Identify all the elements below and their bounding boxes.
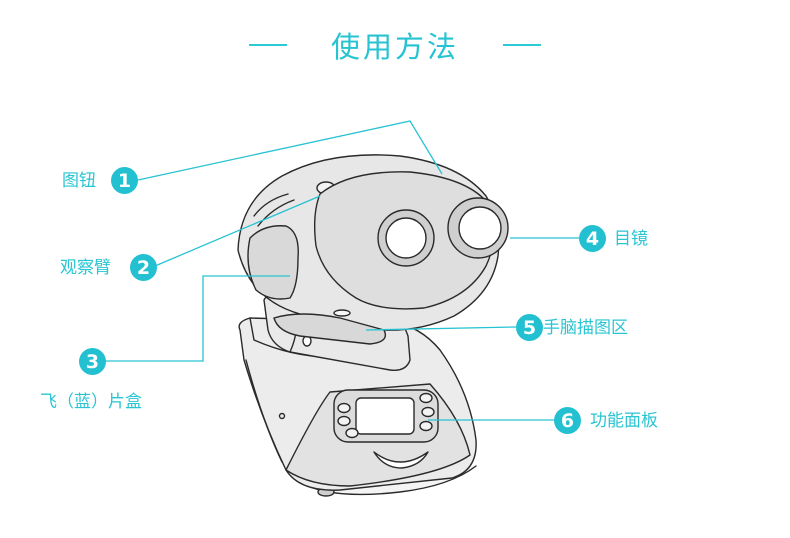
panel-button [345, 427, 359, 439]
callout-badge-2: 2 [130, 254, 157, 281]
callout-badge-6: 6 [554, 407, 581, 434]
panel-button [419, 392, 433, 404]
eyepiece-left [385, 217, 427, 259]
base-side-groove [245, 359, 283, 463]
callout-label-1: 图钮 [62, 171, 96, 191]
panel-button [337, 402, 351, 414]
callout-badge-4: 4 [579, 225, 606, 252]
panel-button [337, 415, 351, 427]
callout-badge-3: 3 [79, 348, 106, 375]
callout-label-5: 手脑描图区 [543, 318, 628, 338]
panel-button [421, 406, 435, 418]
title-dash-right [503, 44, 541, 46]
observation-arm-panel [247, 225, 299, 300]
page-title: 使用方法 [330, 30, 459, 64]
leader-line-3 [104, 275, 290, 362]
panel-button [419, 420, 433, 432]
leader-line-5 [365, 326, 517, 331]
leader-line-2 [154, 195, 321, 267]
callout-label-6: 功能面板 [590, 411, 658, 431]
callout-label-3: 飞（蓝）片盒 [40, 392, 142, 412]
arm-ridge [253, 193, 289, 217]
title-row: 使用方法 [0, 20, 790, 70]
eyepiece-right [458, 206, 502, 250]
title-dash-left [248, 44, 287, 46]
tracing-area [273, 313, 387, 345]
tracing-area-dot [333, 309, 351, 317]
callout-label-4: 目镜 [614, 229, 648, 249]
function-panel-screen [355, 397, 415, 435]
base-side-screw [278, 412, 286, 420]
tray-slot [373, 451, 429, 469]
arm-ridge [257, 199, 295, 227]
callout-label-2: 观察臂 [60, 258, 111, 278]
callout-badge-1: 1 [111, 167, 138, 194]
callout-badge-5: 5 [516, 314, 543, 341]
leader-line-1 [137, 120, 443, 181]
